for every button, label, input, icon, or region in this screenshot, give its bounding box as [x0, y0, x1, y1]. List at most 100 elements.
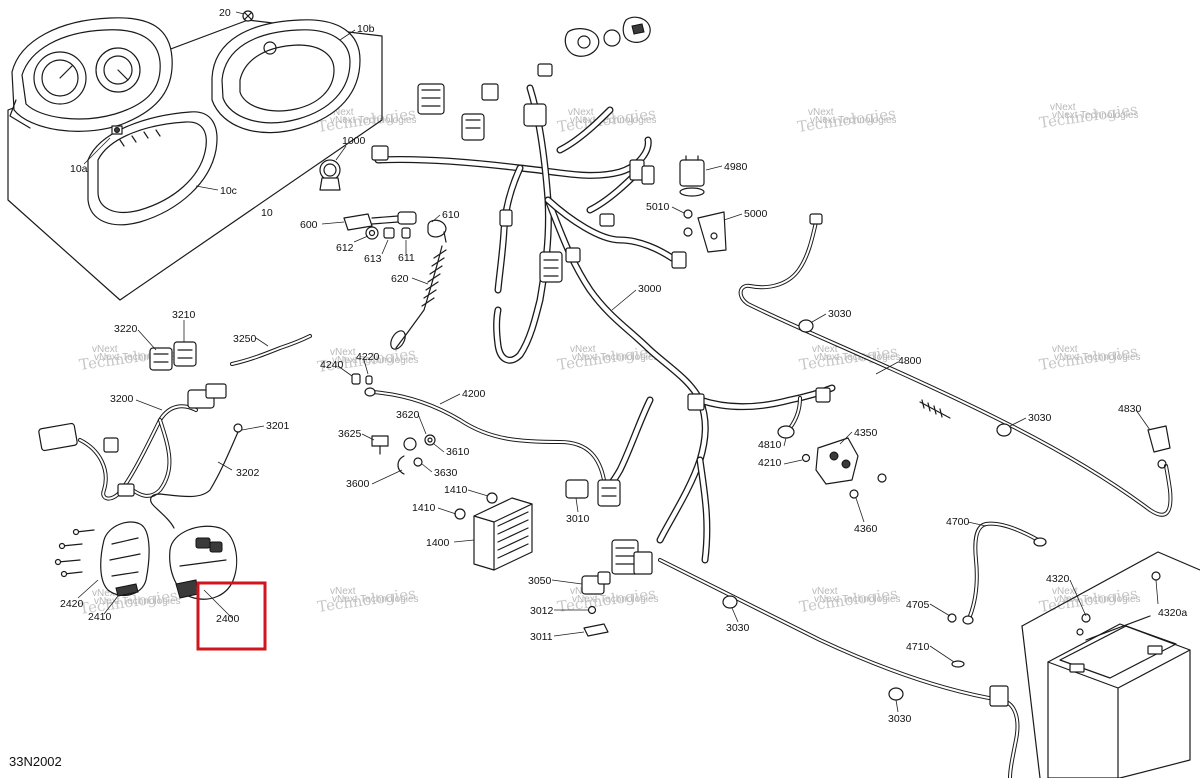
callout-3030-right: 3030	[1028, 412, 1052, 424]
svg-text:vNext Technologies: vNext Technologies	[94, 352, 181, 363]
fasteners-4240-4220	[351, 373, 373, 385]
svg-text:vNext Technologies: vNext Technologies	[570, 115, 657, 126]
cable-4700	[962, 521, 1047, 625]
callout-1400: 1400	[426, 537, 450, 549]
callout-4700: 4700	[946, 516, 970, 528]
callout-10: 10	[261, 207, 273, 219]
svg-text:vNext Technologies: vNext Technologies	[330, 115, 417, 126]
callout-4320: 4320	[1046, 573, 1070, 585]
callout-3220: 3220	[114, 323, 138, 335]
washers-612-613-611	[365, 226, 411, 240]
callout-4710: 4710	[906, 641, 930, 653]
document-id: 33N2002	[9, 754, 62, 769]
svg-text:vNext Technologies: vNext Technologies	[332, 594, 419, 605]
callout-4360: 4360	[854, 523, 878, 535]
callout-10b: 10b	[357, 23, 375, 35]
callout-1410-left: 1410	[412, 502, 436, 514]
svg-text:vNext: vNext	[92, 588, 118, 599]
svg-text:vNext: vNext	[1050, 102, 1076, 113]
callout-2420: 2420	[60, 598, 84, 610]
callout-20: 20	[219, 7, 231, 19]
callout-3030-top: 3030	[828, 308, 852, 320]
callout-3630: 3630	[434, 467, 458, 479]
callout-600: 600	[300, 219, 318, 231]
callout-3000: 3000	[638, 283, 662, 295]
svg-text:vNext: vNext	[330, 347, 356, 358]
svg-text:vNext Technologies: vNext Technologies	[1054, 594, 1141, 605]
svg-text:vNext Technologies: vNext Technologies	[1052, 110, 1139, 121]
callout-620: 620	[391, 273, 409, 285]
svg-text:vNext Technologies: vNext Technologies	[572, 352, 659, 363]
callout-3030-lower: 3030	[726, 622, 750, 634]
svg-text:vNext Technologies: vNext Technologies	[332, 355, 419, 366]
tether-cord-620	[390, 245, 447, 350]
callout-3202: 3202	[236, 467, 260, 479]
callout-3210: 3210	[172, 309, 196, 321]
grommet-3030-lower	[722, 595, 738, 609]
grommet-3030-right	[996, 423, 1012, 437]
callout-10c: 10c	[220, 185, 237, 197]
callout-3050: 3050	[528, 575, 552, 587]
callout-4350: 4350	[854, 427, 878, 439]
svg-text:vNext: vNext	[808, 107, 834, 118]
svg-text:vNext: vNext	[812, 344, 838, 355]
callout-10a: 10a	[70, 163, 88, 175]
gauge-bezel	[211, 19, 361, 134]
callout-4220: 4220	[356, 351, 380, 363]
callout-4210: 4210	[758, 457, 782, 469]
bracket-3011	[583, 623, 609, 637]
callout-4240: 4240	[320, 359, 344, 371]
watermark: vNext Technologies vNext Technologies	[796, 104, 897, 136]
connector-3050	[581, 571, 611, 595]
svg-text:vNext: vNext	[1052, 344, 1078, 355]
callout-3030-bottom: 3030	[888, 713, 912, 725]
svg-text:vNext Technologies: vNext Technologies	[1054, 352, 1141, 363]
cable-4800	[738, 213, 1173, 517]
bracket-5000	[683, 209, 727, 253]
grommet-3030-top	[798, 319, 814, 333]
callout-3625: 3625	[338, 428, 362, 440]
power-outlet-1000	[319, 159, 341, 191]
hose-3250	[230, 334, 312, 366]
gauge-cluster-assembly	[7, 10, 383, 301]
callout-4980: 4980	[724, 161, 748, 173]
svg-text:vNext Technologies: vNext Technologies	[572, 594, 659, 605]
highlight-box-2400	[196, 581, 267, 651]
callout-4320a: 4320a	[1158, 607, 1187, 619]
svg-text:vNext Technologies: vNext Technologies	[814, 594, 901, 605]
callout-4810: 4810	[758, 439, 782, 451]
watermark: vNext Technologies vNext Technologies	[1038, 342, 1140, 374]
switch-housing-2410	[100, 521, 150, 597]
callout-3011: 3011	[530, 631, 553, 643]
callout-1410-top: 1410	[444, 484, 468, 496]
grommet-3030-bottom	[888, 687, 904, 701]
callout-3010: 3010	[566, 513, 590, 525]
svg-text:vNext: vNext	[330, 586, 356, 597]
svg-text:vNext: vNext	[328, 107, 354, 118]
callout-3012: 3012	[530, 605, 554, 617]
svg-text:vNext Technologies: vNext Technologies	[814, 352, 901, 363]
callout-labels: 20 10b 10a 10c 10 1000 600 610 612 613 6…	[60, 7, 1187, 725]
callout-4200: 4200	[462, 388, 486, 400]
callout-612: 612	[336, 242, 354, 254]
callout-3250: 3250	[233, 333, 257, 345]
watermark: vNext Technologies vNext Technologies	[798, 584, 900, 616]
callout-4830: 4830	[1118, 403, 1142, 415]
svg-text:vNext: vNext	[570, 344, 596, 355]
harness-3200	[38, 383, 227, 501]
connector-group-top	[564, 16, 651, 57]
tether-cap-610	[427, 219, 447, 243]
leader-lines	[77, 11, 1159, 713]
callout-3620: 3620	[396, 409, 420, 421]
tether-switch-600	[343, 211, 417, 231]
relay-4980	[679, 155, 705, 197]
nut-4710	[951, 660, 965, 668]
watermarks: vNext Technologies vNext Technologies vN…	[78, 100, 1140, 618]
watermark: vNext Technologies vNext Technologies	[556, 584, 658, 616]
boot-4830	[1147, 425, 1171, 469]
module-1400	[454, 492, 533, 571]
svg-text:vNext: vNext	[1052, 586, 1078, 597]
callout-5010: 5010	[646, 201, 670, 213]
